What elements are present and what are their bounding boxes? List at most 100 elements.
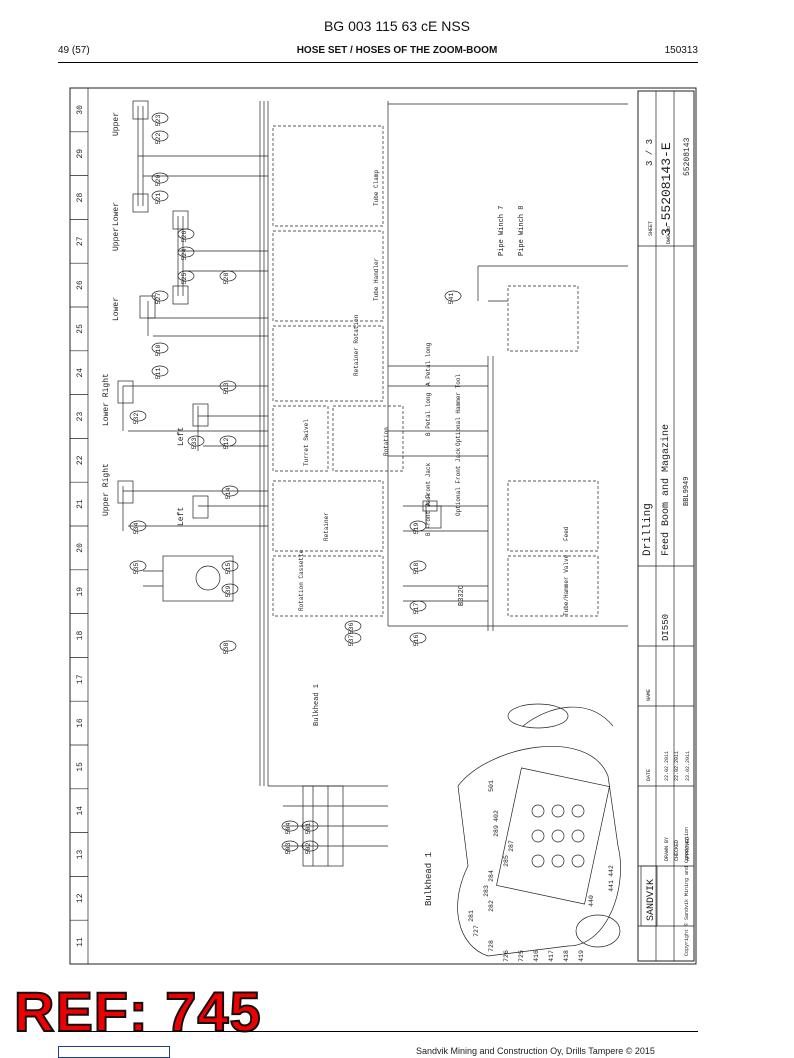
hose-callout-number: 518 — [413, 563, 420, 575]
hose-callout-number: 539 — [225, 586, 232, 598]
part-callout: 287 — [508, 840, 515, 852]
part-callout: 419 — [578, 950, 585, 962]
group-label: Lower — [112, 297, 121, 321]
hose-callout-number: 533 — [191, 438, 198, 450]
hose-callout: 510 — [151, 342, 169, 356]
hose-callout: 526 — [177, 228, 195, 242]
ref-watermark: REF: 745 — [13, 980, 262, 1043]
group-label: Left — [177, 507, 186, 526]
page-counter: 49 (57) — [58, 45, 90, 56]
hose-callout: 536 — [344, 620, 362, 634]
hose-callouts: 5235225205215265245255275285105115135325… — [129, 112, 462, 855]
hose-callout: 502 — [301, 840, 319, 854]
valve-label: Rotation — [383, 427, 390, 456]
valve-label: Tube/Hammer Valve — [563, 554, 570, 616]
bulkhead-panel — [283, 785, 388, 867]
hose-callout: 501 — [301, 820, 319, 835]
part-callout: 416 — [533, 950, 540, 962]
title-line2: Feed Boom and Magazine — [660, 424, 672, 556]
hose-callout-number: 527 — [155, 293, 162, 305]
hose-callout: 515 — [221, 560, 239, 574]
column-number: 18 — [76, 631, 85, 641]
cylinders — [117, 100, 442, 529]
bulkhead-caption: Bulkhead 1 — [424, 852, 434, 906]
column-number: 29 — [76, 149, 85, 159]
hose-callout-number: 535 — [133, 563, 140, 575]
part-callout: 402 — [493, 810, 500, 822]
hose-callout: 517 — [409, 600, 427, 615]
doc-number: BBL9949 — [683, 477, 691, 506]
part-callout: 282 — [488, 900, 495, 912]
column-number: 11 — [76, 937, 85, 947]
column-number: 30 — [76, 105, 85, 115]
hose-callout: 514 — [221, 485, 239, 499]
port-label: Optional Hammer Tool — [455, 374, 462, 446]
port-label: A Petal long — [425, 342, 432, 386]
hose-callout-number: 501 — [305, 823, 312, 835]
column-number: 14 — [76, 806, 85, 816]
section-title: HOSE SET / HOSES OF THE ZOOM-BOOM — [296, 45, 498, 56]
drawing-number: 3-55208143-E — [659, 142, 674, 236]
hose-callout: 504 — [281, 820, 299, 834]
group-label: Upper Right — [102, 463, 111, 516]
date-label: DATE — [646, 769, 652, 781]
hose-callout-number: 520 — [155, 175, 162, 187]
part-callout: 727 — [473, 925, 480, 937]
hose-callout-number: 537 — [348, 635, 355, 647]
dwg-label: DWG No — [666, 226, 672, 244]
column-number: 15 — [76, 762, 85, 772]
hose-callout: 523 — [151, 112, 169, 126]
part-callout: 441 — [608, 880, 615, 892]
hose-callout: 521 — [151, 190, 169, 205]
date-code: 150313 — [664, 45, 698, 56]
valve-label: Turret Swivel — [303, 419, 310, 466]
hose-callout-number: 521 — [155, 193, 162, 205]
date-approved: 23.02.2011 — [685, 751, 691, 781]
checked-label: CHECKED — [674, 840, 680, 861]
hose-callout-number: 524 — [181, 249, 188, 261]
hose-callout: 535 — [129, 560, 147, 575]
group-label: Upper — [112, 112, 121, 136]
hose-callout: 528 — [219, 270, 237, 284]
part-callout: 442 — [608, 865, 615, 877]
column-number: 26 — [76, 280, 85, 290]
hose-callout-number: 525 — [181, 273, 188, 285]
valve-label: Feed — [563, 526, 570, 541]
hose-callout: 527 — [151, 290, 169, 305]
model-number: DI550 — [661, 614, 671, 641]
hose-callout: 525 — [177, 270, 195, 285]
sheet-label: SHEET — [648, 221, 654, 236]
group-label: Left — [177, 427, 186, 446]
footer-text: Sandvik Mining and Construction Oy, Dril… — [416, 1046, 655, 1056]
valve-label: Retainer — [323, 512, 330, 541]
valve-label: Rotation Cassette — [298, 549, 305, 611]
date-drawn: 22.02.2011 — [664, 751, 670, 781]
column-number: 24 — [76, 368, 85, 378]
column-number: 25 — [76, 324, 85, 334]
sheet-value: 3 / 3 — [645, 139, 655, 166]
title-block — [637, 90, 695, 962]
hose-callout-number: 517 — [413, 603, 420, 615]
hose-callout: 534 — [129, 520, 147, 534]
part-callout: 418 — [563, 950, 570, 962]
part-callout: 728 — [488, 940, 495, 952]
column-number: 17 — [76, 674, 85, 684]
hose-callout: 512 — [219, 435, 237, 449]
part-callout: 283 — [483, 885, 490, 897]
machine-illustration — [457, 703, 621, 957]
port-label: B Front Jack — [425, 492, 432, 536]
hose-callout: 520 — [151, 172, 169, 187]
valve-label: Tube Handler — [373, 257, 380, 301]
hose-callout-number: 511 — [155, 368, 162, 380]
group-label: Lower Right — [102, 373, 111, 426]
side-label: Pipe Winch 8 — [518, 206, 526, 256]
footer-logo — [58, 1046, 170, 1058]
part-callout: 417 — [548, 950, 555, 962]
part-callout: 284 — [488, 870, 495, 882]
hose-callout-number: 503 — [285, 843, 292, 855]
hose-callout: 533 — [187, 435, 205, 450]
hose-callout: 538 — [219, 640, 237, 654]
hose-callout: 516 — [409, 632, 427, 646]
hose-callout-number: 522 — [155, 133, 162, 145]
